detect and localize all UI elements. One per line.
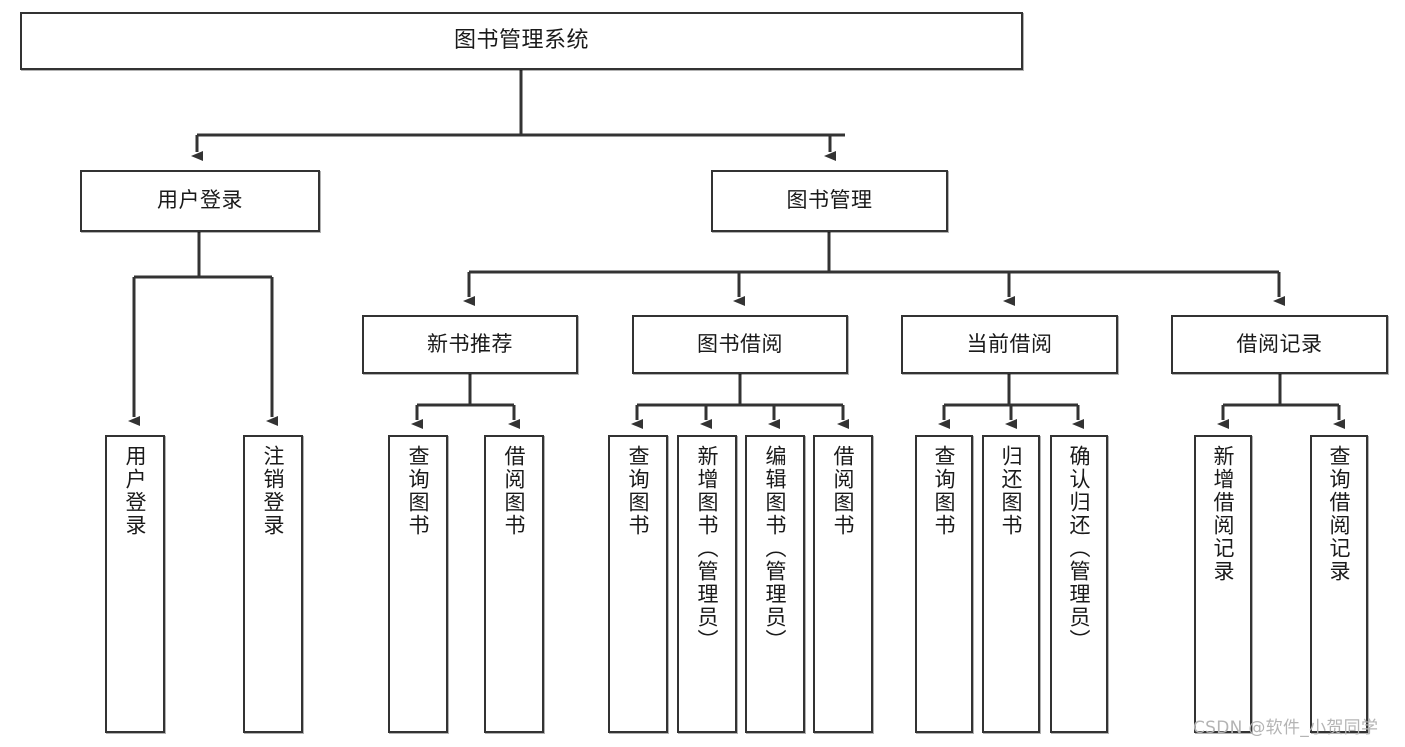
node-book-manage-label: 图书管理 (786, 188, 873, 213)
node-leaf-add-book[interactable]: 新增图书（管理员） (677, 435, 737, 733)
node-current-borrow[interactable]: 当前借阅 (901, 315, 1118, 374)
node-leaf-query-book-1-label: 查询图书 (406, 445, 431, 537)
node-leaf-logout-label: 注销登录 (261, 445, 286, 537)
node-leaf-borrow-book-1[interactable]: 借阅图书 (484, 435, 544, 733)
node-user-login-label: 用户登录 (157, 188, 243, 213)
node-new-book-recommend-label: 新书推荐 (427, 331, 513, 356)
node-new-book-recommend[interactable]: 新书推荐 (362, 315, 578, 374)
node-leaf-query-book-2-label: 查询图书 (626, 445, 651, 537)
node-book-borrow-label: 图书借阅 (697, 331, 783, 356)
node-leaf-user-login-label: 用户登录 (123, 445, 148, 537)
node-leaf-edit-book-label: 编辑图书（管理员） (763, 445, 788, 652)
node-user-login[interactable]: 用户登录 (80, 170, 320, 232)
node-root-system[interactable]: 图书管理系统 (20, 12, 1023, 70)
node-root-label: 图书管理系统 (453, 27, 589, 53)
node-book-manage[interactable]: 图书管理 (711, 170, 948, 232)
node-leaf-query-book-3[interactable]: 查询图书 (915, 435, 973, 733)
node-borrow-record[interactable]: 借阅记录 (1171, 315, 1388, 374)
node-borrow-record-label: 借阅记录 (1236, 331, 1323, 356)
node-leaf-borrow-book-2[interactable]: 借阅图书 (813, 435, 873, 733)
node-leaf-query-book-1[interactable]: 查询图书 (388, 435, 448, 733)
node-leaf-borrow-book-1-label: 借阅图书 (502, 445, 527, 537)
node-leaf-return-book[interactable]: 归还图书 (982, 435, 1040, 733)
node-leaf-query-book-2[interactable]: 查询图书 (608, 435, 668, 733)
node-leaf-edit-book[interactable]: 编辑图书（管理员） (745, 435, 805, 733)
node-leaf-query-record[interactable]: 查询借阅记录 (1310, 435, 1368, 733)
node-leaf-logout[interactable]: 注销登录 (243, 435, 303, 733)
node-leaf-borrow-book-2-label: 借阅图书 (831, 445, 856, 537)
node-leaf-confirm-return-label: 确认归还（管理员） (1067, 445, 1092, 652)
node-leaf-add-book-label: 新增图书（管理员） (695, 445, 720, 652)
node-leaf-query-book-3-label: 查询图书 (932, 445, 957, 537)
node-current-borrow-label: 当前借阅 (966, 331, 1053, 356)
node-leaf-confirm-return[interactable]: 确认归还（管理员） (1050, 435, 1108, 733)
node-book-borrow[interactable]: 图书借阅 (632, 315, 848, 374)
node-leaf-return-book-label: 归还图书 (999, 445, 1024, 537)
node-leaf-add-record-label: 新增借阅记录 (1211, 445, 1236, 583)
node-leaf-user-login[interactable]: 用户登录 (105, 435, 165, 733)
node-leaf-query-record-label: 查询借阅记录 (1327, 445, 1352, 583)
node-leaf-add-record[interactable]: 新增借阅记录 (1194, 435, 1252, 733)
